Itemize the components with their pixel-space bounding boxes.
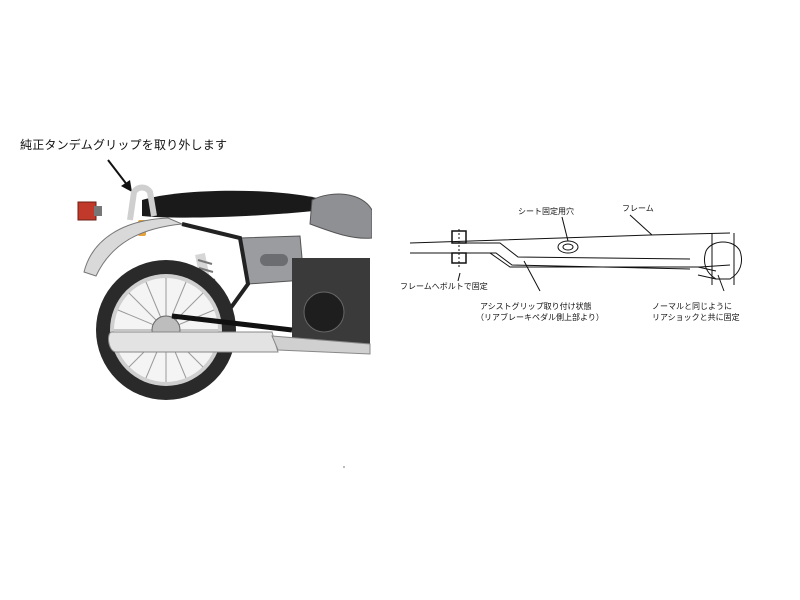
- tail-light: [77, 201, 97, 221]
- diagram-drawing: [409, 214, 743, 292]
- label-frame-bolt: フレームへボルトで固定: [400, 282, 488, 291]
- label-assist-grip-1: アシストグリップ取り付け状態: [480, 302, 592, 311]
- label-normal-2: リアショックと共に固定: [652, 313, 740, 322]
- photo-caption: 純正タンデムグリップを取り外します: [20, 138, 228, 152]
- tandem-grip: [127, 184, 157, 221]
- stray-dot: [343, 466, 345, 468]
- label-seat-hole: シート固定用穴: [518, 207, 574, 216]
- motorcycle-photo: [77, 184, 372, 400]
- label-frame: フレーム: [622, 204, 654, 213]
- assist-grip-plate: [460, 242, 691, 260]
- shock-mount: [703, 241, 743, 280]
- label-normal-1: ノーマルと同じように: [652, 302, 732, 311]
- frame-rail-bottom: [410, 252, 731, 268]
- label-assist-grip-2: （リアブレーキペダル側上部より）: [476, 313, 604, 322]
- seat: [142, 190, 322, 218]
- fuel-tank: [309, 193, 372, 239]
- installation-diagram: シート固定用穴 フレーム フレームへボルトで固定 アシストグリップ取り付け状態 …: [400, 195, 780, 335]
- frame-rail-top: [409, 232, 731, 244]
- muffler: [108, 331, 279, 353]
- seat-hole: [557, 240, 579, 254]
